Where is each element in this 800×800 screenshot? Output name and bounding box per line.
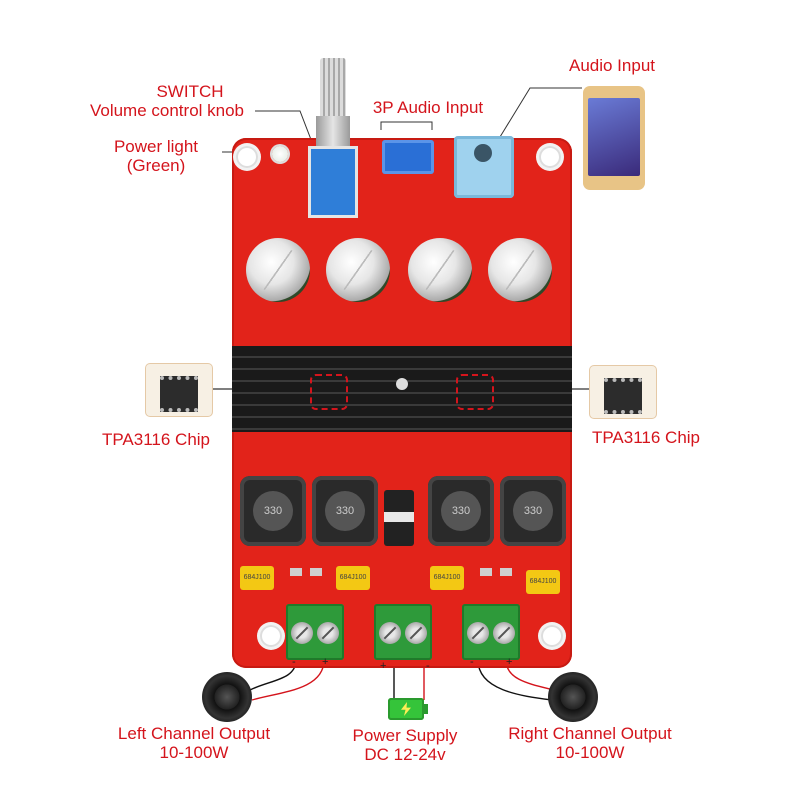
film-capacitor-3: 684J100 [430, 566, 464, 590]
right-output-label: Right Channel Output [508, 724, 672, 743]
inductor-marking: 330 [325, 491, 365, 531]
power-light-label: Power light [113, 137, 199, 156]
right-power-label: 10-100W [555, 743, 625, 762]
capacitor-2 [326, 238, 390, 302]
inductor-marking: 330 [441, 491, 481, 531]
tpa3116-left-label: TPA3116 Chip [101, 430, 211, 449]
knob-collar [316, 116, 350, 146]
diode [384, 490, 414, 546]
smd-part [310, 568, 322, 576]
mounting-hole-tl [236, 146, 258, 168]
power-led [272, 146, 288, 162]
smd-part [480, 568, 492, 576]
mounting-hole-br [541, 625, 563, 647]
power-supply-label: Power Supply [352, 726, 458, 745]
wire-left-red [251, 659, 325, 701]
film-capacitor-1: 684J100 [240, 566, 274, 590]
chip-icon [604, 378, 642, 414]
phone-screen [588, 98, 640, 176]
inductor-4: 330 [500, 476, 566, 546]
tpa3116-chip-left-callout [146, 364, 212, 416]
inductor-marking: 330 [253, 491, 293, 531]
left-minus-mark: - [292, 656, 296, 668]
screw-icon [405, 622, 427, 644]
mounting-hole-bl [260, 625, 282, 647]
audio-jack[interactable] [454, 136, 514, 198]
tpa3116-chip-right-callout [590, 366, 656, 418]
leader-3p-bracket [380, 121, 433, 130]
film-capacitor-4: 684J100 [526, 570, 560, 594]
left-plus-mark: + [322, 656, 329, 668]
right-minus-mark: - [470, 656, 474, 668]
diode-band [384, 512, 414, 522]
chip-icon [160, 376, 198, 412]
smd-part [500, 568, 512, 576]
leader-audio-input [491, 87, 582, 151]
inductor-2: 330 [312, 476, 378, 546]
heatsink-chip-right-marker [456, 374, 494, 410]
screw-icon [317, 622, 339, 644]
left-output-terminal[interactable] [286, 604, 344, 660]
volume-knob[interactable] [308, 58, 358, 218]
inductor-1: 330 [240, 476, 306, 546]
smartphone-icon [583, 86, 645, 190]
knob-body [308, 146, 358, 218]
audio-input-label: Audio Input [568, 56, 655, 75]
speaker-icon [202, 672, 252, 722]
right-plus-mark: + [506, 656, 513, 668]
leader-knob [255, 110, 316, 151]
inductor-marking: 330 [513, 491, 553, 531]
audio-3p-label: 3P Audio Input [372, 98, 484, 117]
heatsink-screw [396, 378, 408, 390]
battery-terminal [424, 704, 428, 714]
right-output-terminal[interactable] [462, 604, 520, 660]
switch-label: SWITCH [156, 82, 224, 101]
wire-right-black [477, 659, 553, 701]
smd-part [290, 568, 302, 576]
capacitor-3 [408, 238, 472, 302]
screw-icon [379, 622, 401, 644]
knob-shaft [320, 58, 346, 118]
3p-audio-connector[interactable] [382, 140, 434, 174]
power-minus-mark: - [426, 660, 430, 672]
tpa3116-right-label: TPA3116 Chip [591, 428, 701, 447]
power-plus-mark: + [380, 660, 387, 672]
speaker-icon [548, 672, 598, 722]
left-output-label: Left Channel Output [117, 724, 271, 743]
inductor-3: 330 [428, 476, 494, 546]
power-supply-terminal[interactable] [374, 604, 432, 660]
film-capacitor-2: 684J100 [336, 566, 370, 590]
power-voltage-label: DC 12-24v [364, 745, 446, 764]
screw-icon [291, 622, 313, 644]
capacitor-4 [488, 238, 552, 302]
mounting-hole-tr [539, 146, 561, 168]
screw-icon [493, 622, 515, 644]
power-light-color-label: (Green) [126, 156, 186, 175]
capacitor-1 [246, 238, 310, 302]
screw-icon [467, 622, 489, 644]
battery-icon [388, 698, 424, 720]
left-power-label: 10-100W [159, 743, 229, 762]
heatsink-chip-left-marker [310, 374, 348, 410]
volume-knob-label: Volume control knob [89, 101, 245, 120]
audio-jack-hole [474, 144, 492, 162]
battery-bolt [401, 702, 411, 716]
